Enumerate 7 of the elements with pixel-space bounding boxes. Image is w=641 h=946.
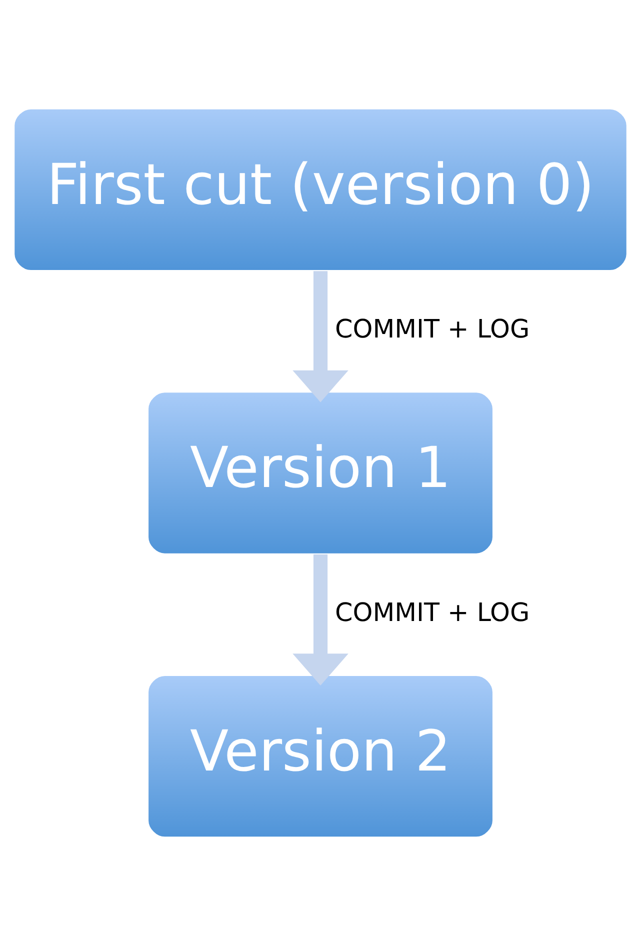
edge-label: COMMIT + LOG	[335, 314, 530, 344]
node-box: Version 2	[147, 674, 494, 838]
edge-label: COMMIT + LOG	[335, 596, 530, 627]
arrow	[292, 554, 348, 686]
arrow	[292, 271, 348, 402]
node-box: First cut (version 0)	[13, 108, 628, 272]
node-box: Version 1	[147, 391, 494, 555]
